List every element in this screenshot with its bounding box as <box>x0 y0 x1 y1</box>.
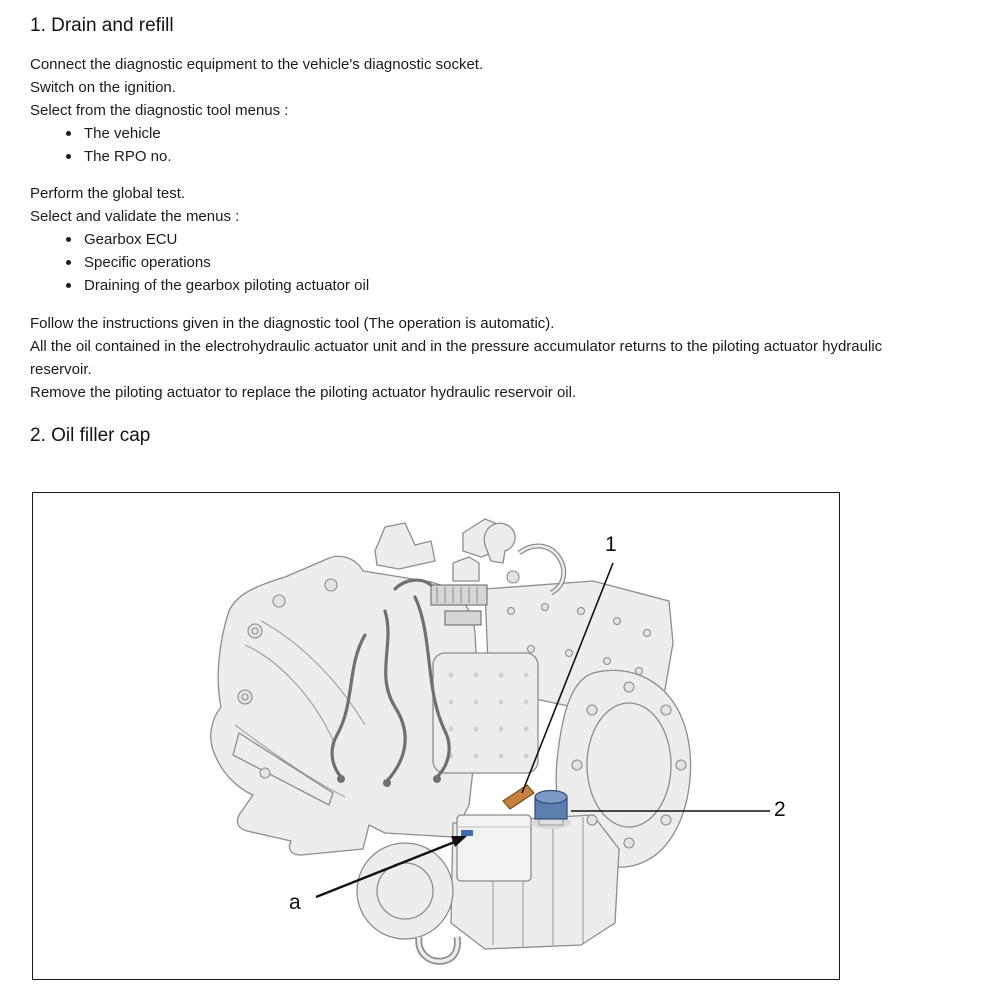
body-line: All the oil contained in the electrohydr… <box>30 338 883 355</box>
list-item: The RPO no. <box>30 145 1000 168</box>
callout-lines <box>315 562 770 899</box>
bolt-holes <box>237 570 687 849</box>
body-line: Switch on the ignition. <box>30 79 176 96</box>
oil-filler-cap <box>531 789 571 829</box>
list-item: The vehicle <box>30 122 1000 145</box>
list-item-label: The vehicle <box>84 125 161 142</box>
reservoir-label-mark <box>461 830 473 836</box>
bullet-dot <box>66 283 71 288</box>
cap-top <box>534 789 568 805</box>
dipstick <box>502 784 535 810</box>
body-line: reservoir. <box>30 361 92 378</box>
callout-label-2: 2 <box>774 798 786 821</box>
gearbox-housing <box>210 518 692 950</box>
callout-label-a: a <box>289 891 301 914</box>
section1-heading: 1. Drain and refill <box>30 15 174 36</box>
body-line: Select from the diagnostic tool menus : <box>30 102 289 119</box>
list-item-label: Specific operations <box>84 254 211 271</box>
top-hose <box>415 543 567 965</box>
section1-paragraph-1: Connect the diagnostic equipment to the … <box>30 53 1000 122</box>
actuator-face-holes <box>448 672 529 759</box>
list-item: Draining of the gearbox piloting actuato… <box>30 274 1000 297</box>
section1-bullet-list-1: The vehicle The RPO no. <box>30 122 1000 168</box>
figure-oil-filler-cap: 1 2 a <box>32 492 840 980</box>
bullet-dot <box>66 237 71 242</box>
list-item: Gearbox ECU <box>30 228 1000 251</box>
body-line: Follow the instructions given in the dia… <box>30 315 555 332</box>
section2-heading: 2. Oil filler cap <box>30 425 151 446</box>
bullet-dot <box>66 131 71 136</box>
list-item-label: Gearbox ECU <box>84 231 178 248</box>
body-line: Select and validate the menus : <box>30 208 240 225</box>
gearbox-illustration <box>210 518 770 965</box>
body-line: Remove the piloting actuator to replace … <box>30 384 577 401</box>
callout-arrow-a-shaft <box>315 839 458 899</box>
section1-paragraph-3: Follow the instructions given in the dia… <box>30 312 1000 404</box>
connector-blocks <box>430 584 488 626</box>
body-line: Perform the global test. <box>30 185 186 202</box>
section1-paragraph-2: Perform the global test. Select and vali… <box>30 182 1000 228</box>
hydraulic-reservoir <box>456 814 532 882</box>
wiring-harness <box>330 578 451 783</box>
list-item: Specific operations <box>30 251 1000 274</box>
section1-bullet-list-2: Gearbox ECU Specific operations Draining… <box>30 228 1000 297</box>
body-line: Connect the diagnostic equipment to the … <box>30 56 484 73</box>
bullet-dot <box>66 260 71 265</box>
callout-arrow-a-head <box>451 836 467 847</box>
list-item-label: The RPO no. <box>84 148 172 165</box>
callout-line-1 <box>521 562 614 794</box>
harness-connectors <box>337 775 441 787</box>
bullet-dot <box>66 154 71 159</box>
callout-label-1: 1 <box>605 533 617 556</box>
list-item-label: Draining of the gearbox piloting actuato… <box>84 277 370 294</box>
